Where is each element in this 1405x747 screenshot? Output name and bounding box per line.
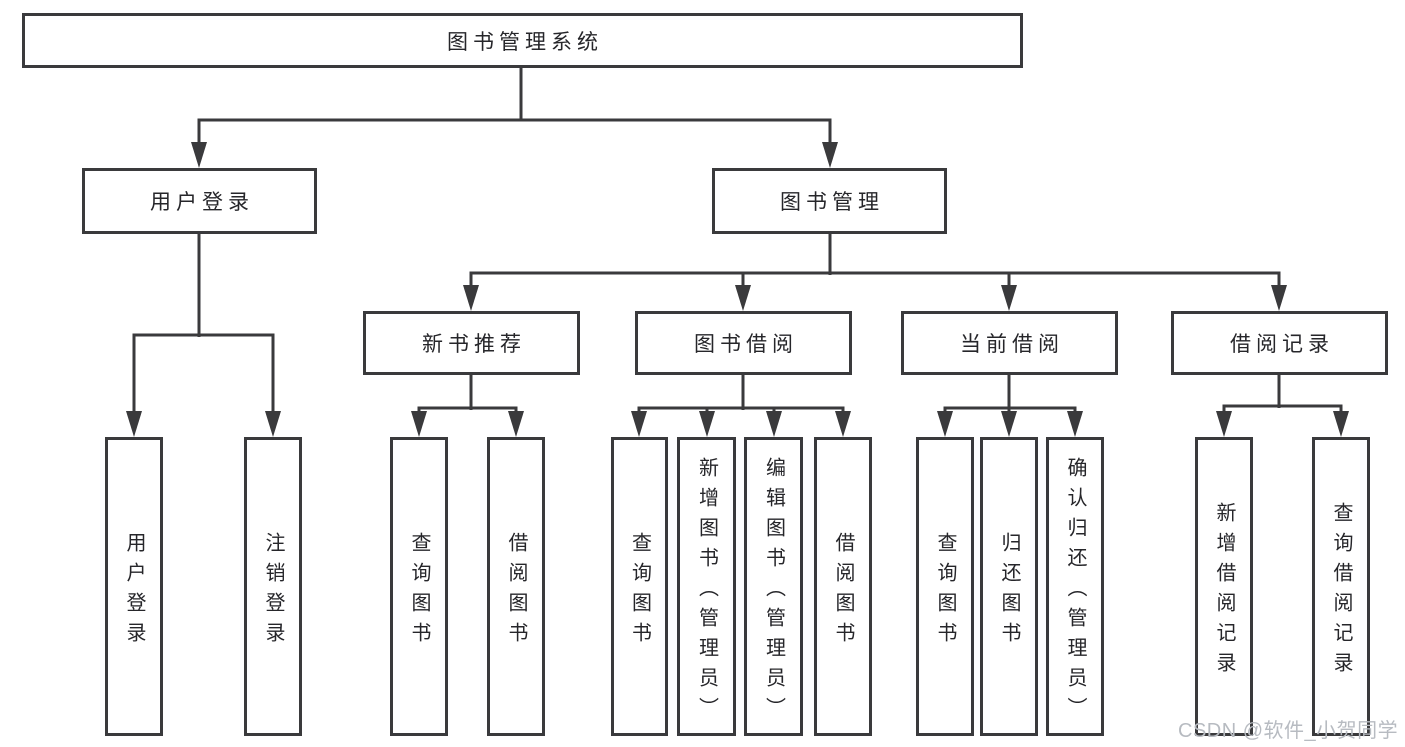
node-label: 用户登录 — [123, 531, 145, 652]
node-label: 归还图书 — [998, 531, 1020, 652]
leaf-query-books-3: 查询图书 — [916, 437, 974, 736]
leaf-return-books: 归还图书 — [980, 437, 1038, 736]
node-label: 新增图书（管理员） — [695, 456, 718, 727]
leaf-borrow-books-1: 借阅图书 — [487, 437, 545, 736]
node-label: 借阅图书 — [505, 531, 527, 652]
node-label: 新书推荐 — [422, 333, 526, 356]
node-label: 查询图书 — [934, 531, 956, 652]
node-label: 图书借阅 — [694, 333, 798, 356]
node-label: 图书管理系统 — [447, 30, 603, 54]
csdn-watermark: CSDN @软件_小贺同学 — [1178, 720, 1399, 742]
node-label: 编辑图书（管理员） — [762, 456, 785, 727]
node-book-borrowing: 图书借阅 — [635, 311, 852, 375]
leaf-confirm-return-admin: 确认归还（管理员） — [1046, 437, 1104, 736]
leaf-borrow-books-2: 借阅图书 — [814, 437, 872, 736]
leaf-query-borrow-record: 查询借阅记录 — [1312, 437, 1370, 736]
node-library-management-system: 图书管理系统 — [22, 13, 1023, 68]
node-label: 查询借阅记录 — [1330, 501, 1352, 682]
leaf-edit-books-admin: 编辑图书（管理员） — [744, 437, 803, 736]
leaf-query-books-2: 查询图书 — [611, 437, 668, 736]
node-new-book-recommendation: 新书推荐 — [363, 311, 580, 375]
node-label: 当前借阅 — [960, 333, 1064, 356]
node-label: 借阅记录 — [1230, 333, 1334, 356]
leaf-add-borrow-record: 新增借阅记录 — [1195, 437, 1253, 736]
node-borrowing-records: 借阅记录 — [1171, 311, 1388, 375]
node-label: 注销登录 — [262, 531, 284, 652]
leaf-query-books-1: 查询图书 — [390, 437, 448, 736]
node-user-login: 用户登录 — [82, 168, 317, 234]
node-label: 确认归还（管理员） — [1064, 456, 1086, 727]
node-label: 用户登录 — [150, 191, 254, 214]
node-label: 图书管理 — [780, 191, 884, 214]
node-current-borrowing: 当前借阅 — [901, 311, 1118, 375]
leaf-user-login: 用户登录 — [105, 437, 163, 736]
node-label: 新增借阅记录 — [1213, 501, 1235, 682]
leaf-add-books-admin: 新增图书（管理员） — [677, 437, 736, 736]
leaf-logout-login: 注销登录 — [244, 437, 302, 736]
node-label: 查询图书 — [628, 531, 651, 652]
node-book-management: 图书管理 — [712, 168, 947, 234]
node-label: 借阅图书 — [832, 531, 854, 652]
node-label: 查询图书 — [408, 531, 430, 652]
